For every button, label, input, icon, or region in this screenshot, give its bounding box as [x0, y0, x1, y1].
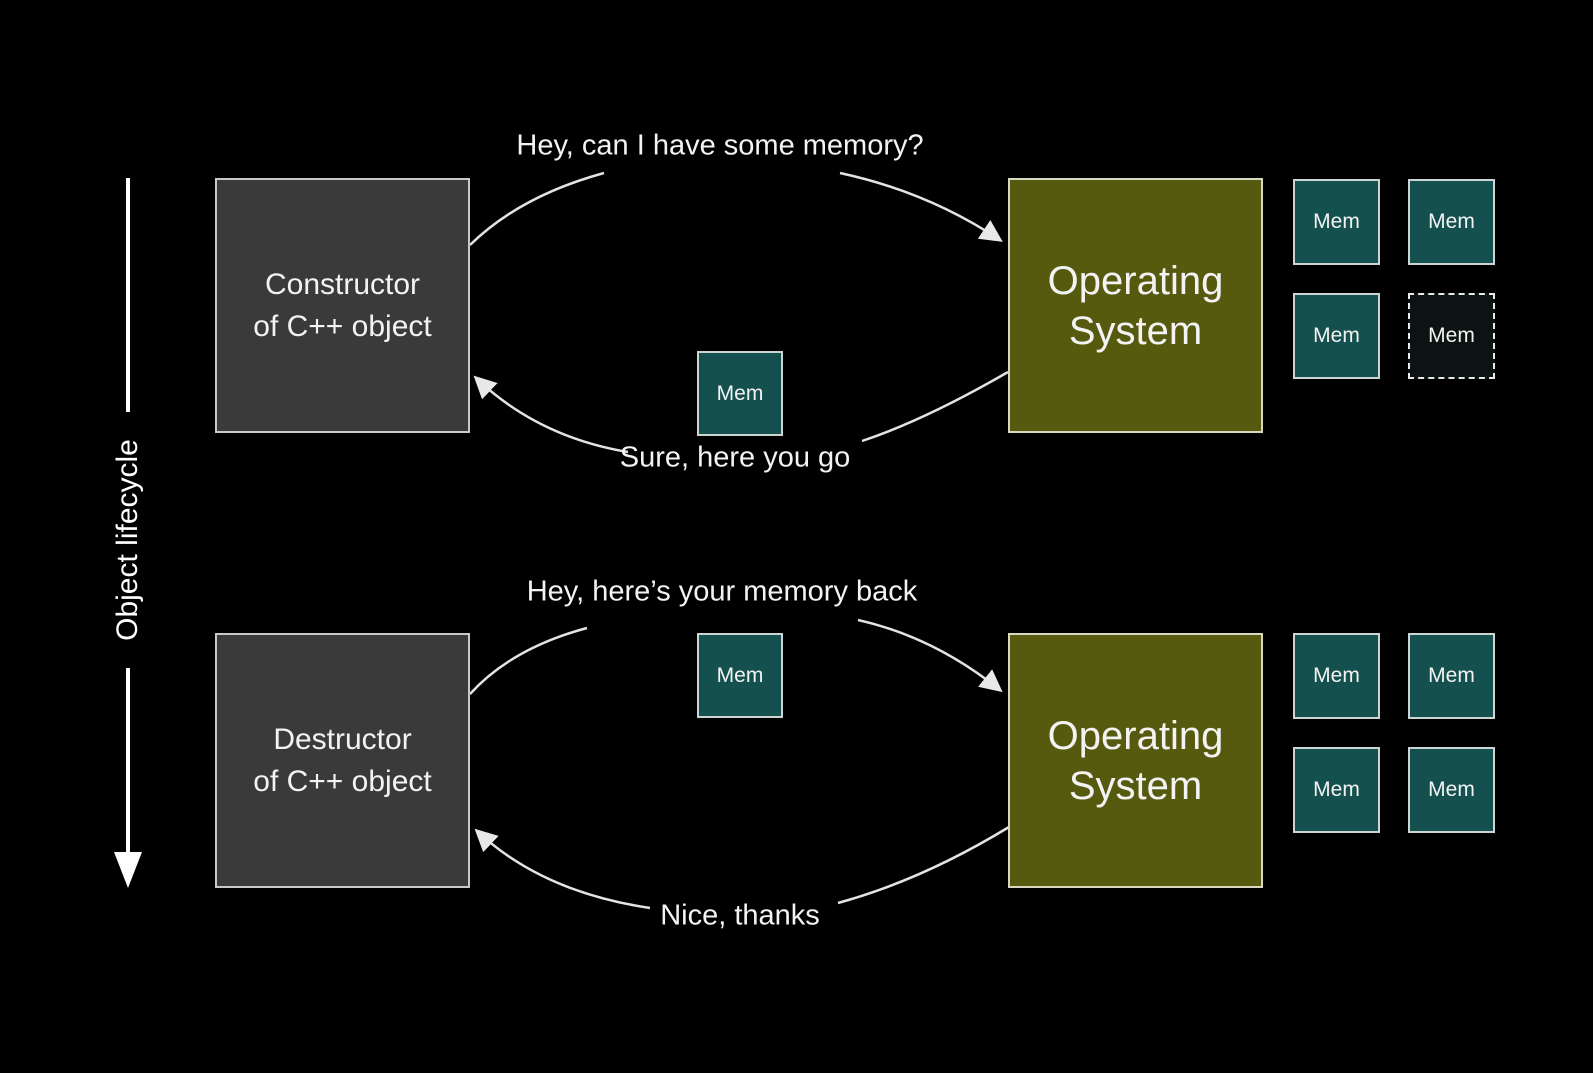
os-top-label-line2: System	[1068, 308, 1203, 353]
mem-chip-transfer-bottom: Mem	[697, 633, 783, 718]
mem-chip-label: Mem	[716, 381, 764, 405]
constructor-label-line1: Constructor	[264, 267, 421, 301]
destructor-label-line1: Destructor	[273, 722, 412, 756]
object-lifecycle-label: Object lifecycle	[111, 439, 144, 641]
thanks-arrow-label: Nice, thanks	[660, 899, 820, 932]
mem-chip-label: Mem	[1428, 664, 1475, 687]
mem-chip-label: Mem	[1428, 778, 1475, 801]
response-arrow-label: Sure, here you go	[619, 441, 851, 474]
mem-chip: Mem	[1408, 179, 1495, 265]
mem-chip: Mem	[1293, 747, 1380, 833]
request-arrow-right-segment	[839, 171, 1003, 242]
mem-chip-label: Mem	[1428, 324, 1475, 347]
mem-chip-label: Mem	[1313, 778, 1360, 801]
os-box-top: Operating System	[1008, 178, 1263, 433]
mem-chip-label: Mem	[716, 663, 764, 687]
return-arrow-left-segment	[469, 626, 588, 695]
mem-chip: Mem	[1293, 293, 1380, 379]
response-arrow-left-segment	[473, 375, 629, 454]
mem-chip-label: Mem	[1313, 324, 1360, 347]
mem-chip-label: Mem	[1313, 210, 1360, 233]
return-arrow-right-segment	[857, 618, 1003, 693]
object-lifecycle-axis	[114, 178, 142, 888]
os-bottom-label-line1: Operating	[1047, 713, 1224, 758]
os-box-bottom: Operating System	[1008, 633, 1263, 888]
constructor-box: Constructor of C++ object	[215, 178, 470, 433]
thanks-arrow-right-segment	[837, 825, 1010, 905]
os-bottom-label-line2: System	[1068, 763, 1203, 808]
mem-chip: Mem	[1408, 633, 1495, 719]
mem-chip-label: Mem	[1313, 664, 1360, 687]
mem-chip-transfer-top: Mem	[697, 351, 783, 436]
constructor-label-line2: of C++ object	[253, 309, 432, 343]
thanks-arrow-left-segment	[474, 828, 651, 910]
request-arrow-left-segment	[469, 171, 605, 246]
destructor-box: Destructor of C++ object	[215, 633, 470, 888]
mem-chip: Mem	[1293, 179, 1380, 265]
mem-chip-label: Mem	[1428, 210, 1475, 233]
mem-chip: Mem	[1408, 747, 1495, 833]
axis-arrowhead-icon	[114, 852, 142, 888]
os-top-label-line1: Operating	[1047, 258, 1224, 303]
response-arrow-right-segment	[861, 370, 1009, 443]
mem-chip-placeholder: Mem	[1408, 293, 1495, 379]
destructor-label-line2: of C++ object	[253, 764, 432, 798]
return-arrow-label: Hey, here’s your memory back	[526, 575, 918, 608]
mem-chip: Mem	[1293, 633, 1380, 719]
request-arrow-label: Hey, can I have some memory?	[516, 129, 924, 162]
